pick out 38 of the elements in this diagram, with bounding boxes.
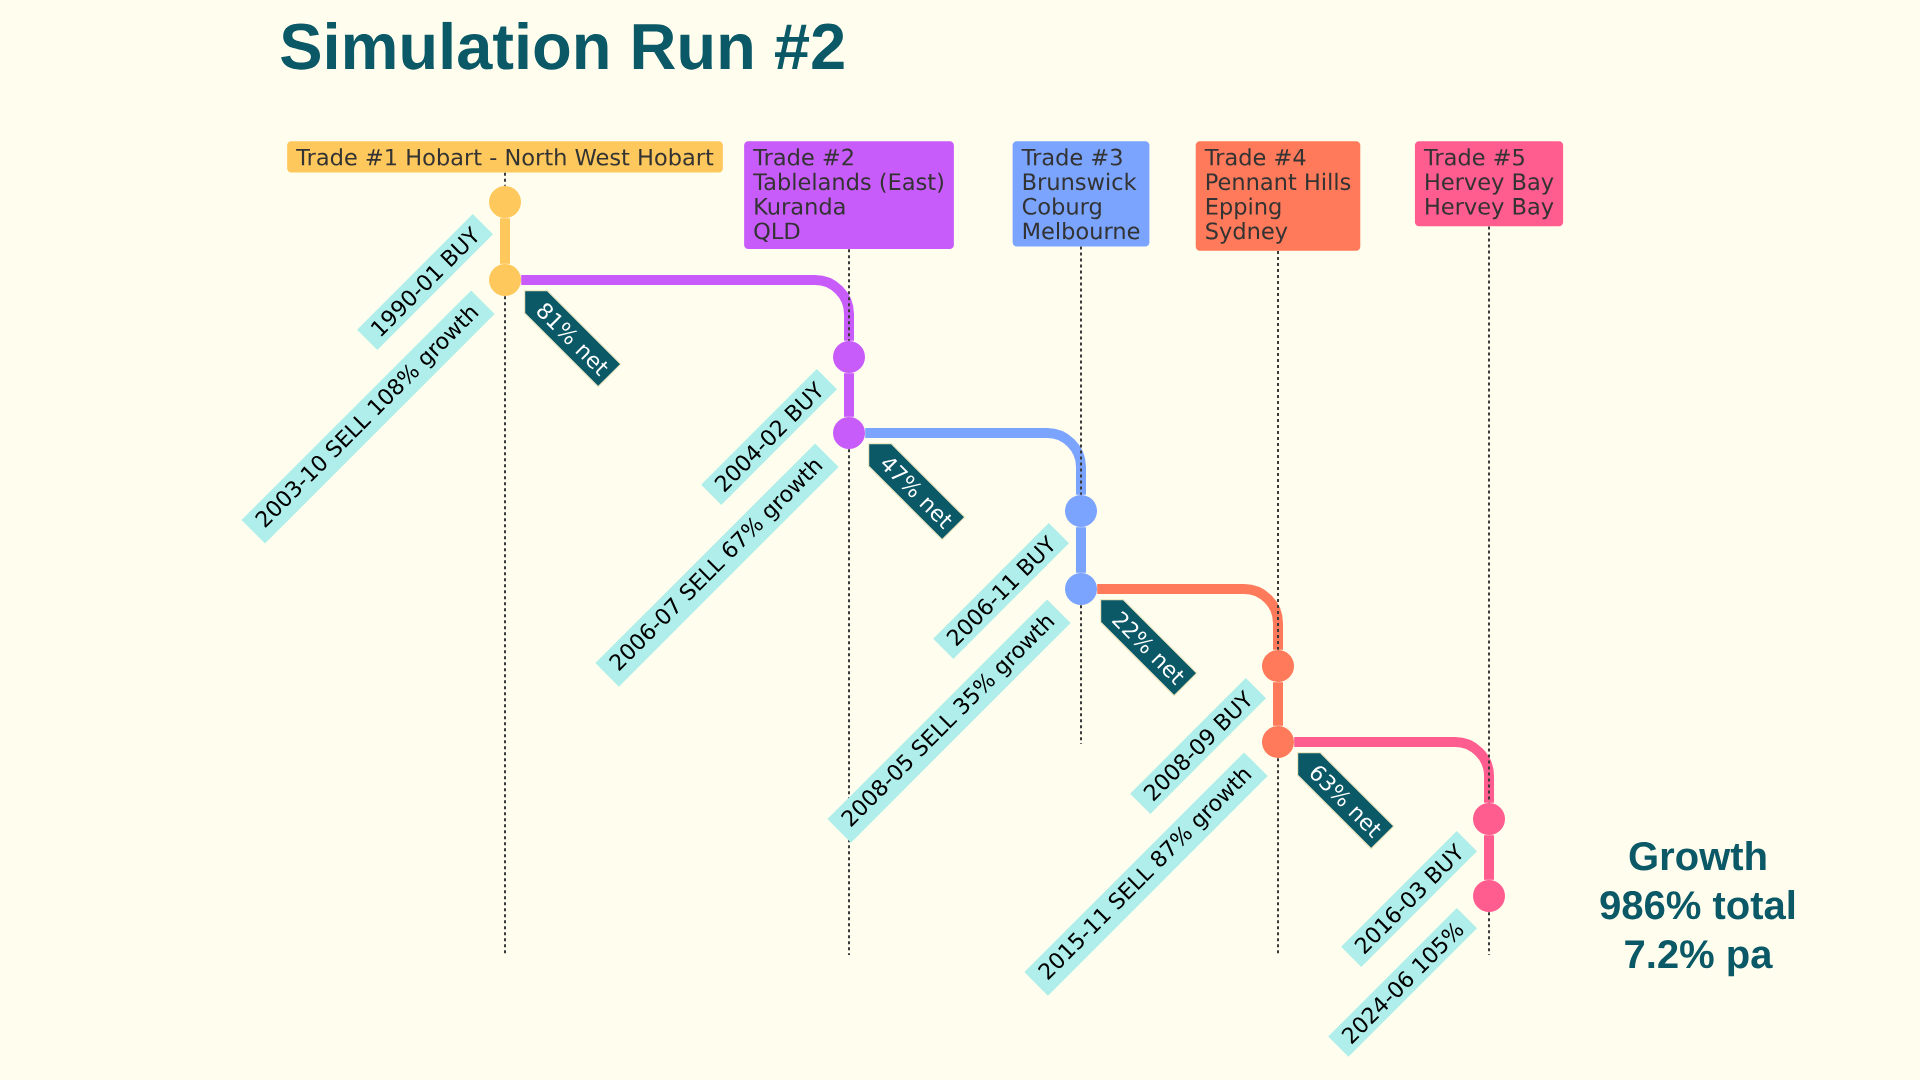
branch-line (1484, 835, 1494, 880)
branch-line (865, 428, 1086, 495)
commit-dot (833, 341, 865, 373)
commit-dot (1065, 573, 1097, 605)
title: Simulation Run #2 (281, 21, 844, 70)
branch-line (844, 373, 854, 417)
lane-line (1488, 911, 1490, 956)
commit-dot (489, 264, 521, 296)
lane-line (1277, 757, 1279, 956)
branch-line (1273, 682, 1283, 726)
lane-line (1488, 225, 1490, 804)
branch-line (1076, 527, 1086, 573)
trade-box: Trade #3 Brunswick Coburg Melbourne (1012, 141, 1150, 247)
commit-dot (1262, 726, 1294, 758)
trade-box: Trade #2 Tablelands (East) Kuranda QLD (744, 141, 954, 249)
branch-line (1294, 737, 1494, 803)
lane-line (504, 295, 506, 956)
trade-box: Trade #1 Hobart - North West Hobart (287, 141, 723, 173)
summary-text: 986% total (1600, 890, 1795, 920)
lane-line (1277, 250, 1279, 651)
trade-box: Trade #5 Hervey Bay Hervey Bay (1414, 141, 1564, 227)
branch-line (1097, 584, 1283, 650)
lane-line (848, 248, 850, 342)
branch-line (521, 275, 854, 341)
trade-box: Trade #4 Pennant Hills Epping Sydney (1195, 141, 1361, 251)
lane-line (1080, 604, 1082, 745)
summary-text: Growth (1629, 841, 1766, 871)
summary-text: 7.2% pa (1625, 940, 1773, 977)
lane-line (1080, 245, 1082, 496)
commit-dot (489, 186, 521, 218)
commit-dot (833, 417, 865, 449)
lane-line (504, 171, 506, 187)
commit-dot (1262, 650, 1294, 682)
branch-line (500, 218, 510, 264)
commit-dot (1473, 880, 1505, 912)
commit-dot (1065, 495, 1097, 527)
commit-dot (1473, 803, 1505, 835)
lane-line (848, 448, 850, 956)
